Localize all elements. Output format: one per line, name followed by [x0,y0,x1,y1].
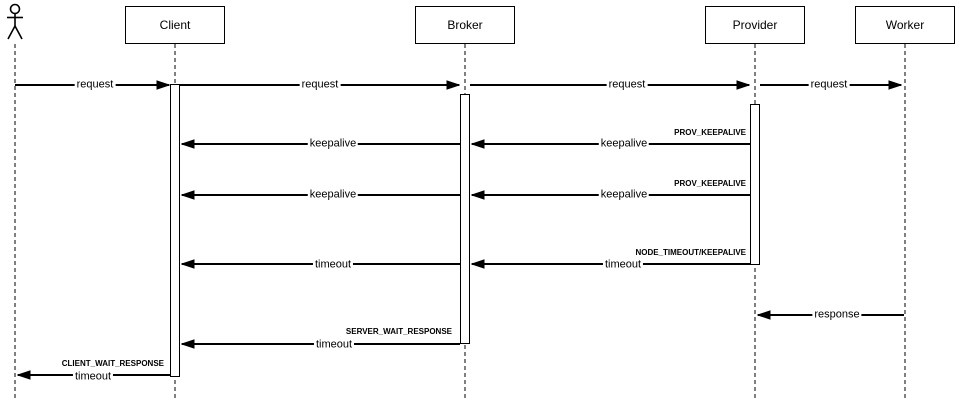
message-label: keepalive [598,137,650,151]
message-label: request [299,78,341,92]
participant-label: Client [159,18,191,32]
participant-box-broker: Broker [415,6,515,44]
message-label: timeout [72,370,114,384]
message-annotation: NODE_TIMEOUT/KEEPALIVE [635,248,746,257]
activation-bar-provider [750,104,760,265]
participant-box-provider: Provider [705,6,805,44]
message-label: request [606,78,648,92]
message-label: response [812,308,862,322]
message-annotation: PROV_KEEPALIVE [674,128,746,137]
participant-label: Provider [732,18,778,32]
message-annotation: PROV_KEEPALIVE [674,179,746,188]
message-label: keepalive [307,188,359,202]
message-label: request [74,78,116,92]
actor-icon [7,3,23,40]
message-label: timeout [313,338,355,352]
message-label: timeout [312,258,354,272]
participant-label: Worker [885,18,925,32]
message-label: request [808,78,850,92]
participant-box-worker: Worker [855,6,955,44]
participant-label: Broker [447,18,483,32]
message-annotation: CLIENT_WAIT_RESPONSE [61,359,164,368]
activation-bar-client [170,84,180,377]
activation-bar-broker [460,94,470,344]
message-label: keepalive [307,137,359,151]
message-label: keepalive [598,188,650,202]
participant-box-client: Client [125,6,225,44]
message-annotation: SERVER_WAIT_RESPONSE [345,327,452,336]
message-label: timeout [602,258,644,272]
